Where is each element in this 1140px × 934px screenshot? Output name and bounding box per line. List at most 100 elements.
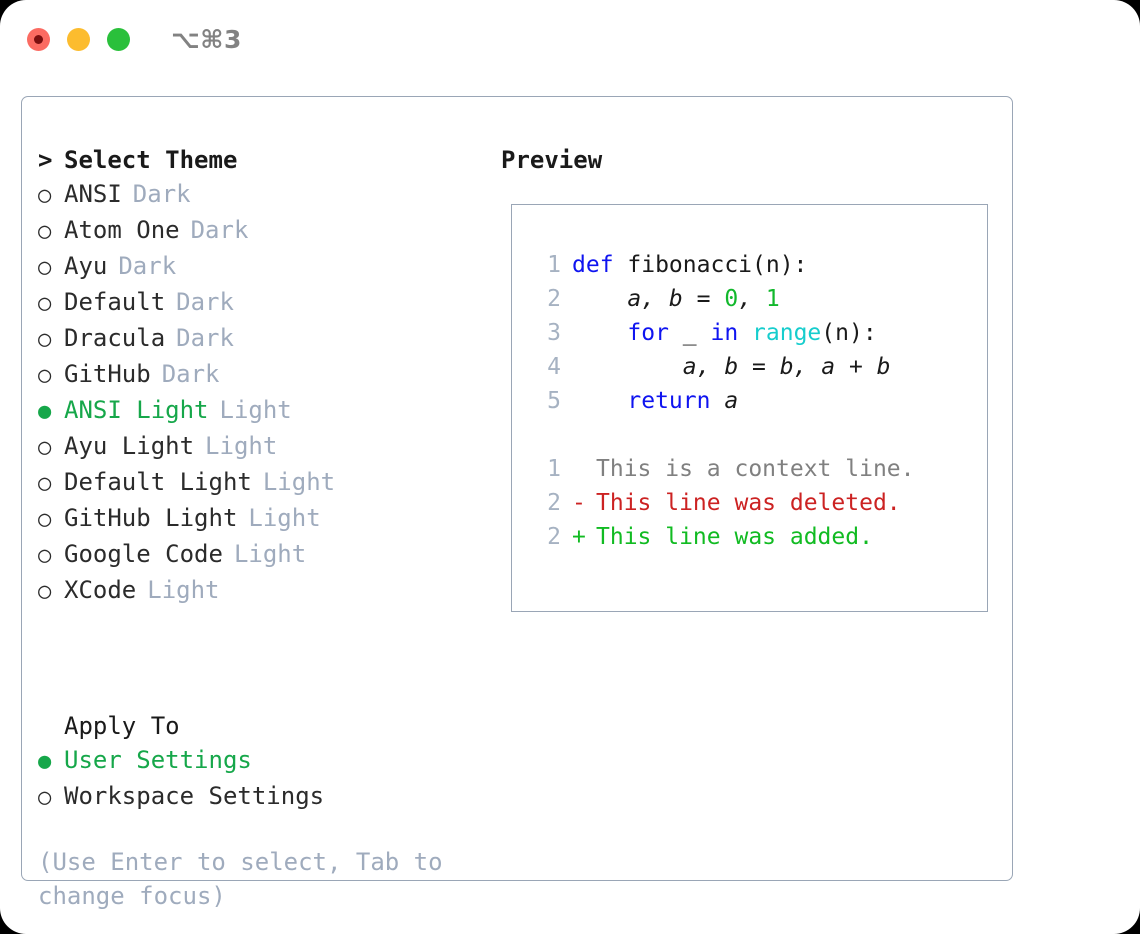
radio-unselected-icon: ○ (38, 579, 52, 604)
code-line-content: return a (572, 384, 738, 418)
diff-line-number: 2 (547, 490, 561, 516)
code-token: range (752, 320, 822, 346)
theme-name-label: Atom One (64, 216, 180, 244)
theme-variant-tag: Light (147, 576, 220, 604)
diff-sample: 1 This is a context line.2-This line was… (535, 452, 915, 554)
diff-line-number: 2 (547, 524, 561, 550)
select-theme-heading: > Select Theme (38, 143, 478, 177)
traffic-light-group (27, 27, 130, 51)
theme-variant-tag: Light (248, 504, 321, 532)
code-token (572, 320, 627, 346)
theme-list-item[interactable]: ○ GitHub Dark (38, 357, 478, 393)
theme-variant-tag: Dark (190, 216, 249, 244)
theme-name-label: Google Code (64, 540, 223, 568)
apply-to-option[interactable]: ● User Settings (38, 743, 478, 779)
radio-unselected-icon: ○ (38, 435, 52, 460)
code-token: fibonacci (627, 252, 753, 278)
code-token: return (627, 388, 711, 414)
keyboard-hint-text: (Use Enter to select, Tab to change focu… (38, 848, 443, 910)
diff-sign (572, 452, 596, 486)
code-token: a, b = b, a + b (572, 354, 891, 380)
theme-name-label: Ayu Light (64, 432, 195, 460)
code-line-number: 3 (547, 320, 561, 346)
radio-unselected-icon: ○ (38, 327, 52, 352)
radio-selected-icon: ● (38, 749, 52, 774)
apply-to-option[interactable]: ○ Workspace Settings (38, 779, 478, 815)
radio-unselected-icon: ○ (38, 291, 52, 316)
diff-sign: + (572, 524, 586, 550)
theme-variant-tag: Dark (118, 252, 177, 280)
theme-name-label: XCode (64, 576, 137, 604)
theme-variant-tag: Dark (161, 360, 220, 388)
code-line-number: 5 (547, 388, 561, 414)
diff-line-number: 1 (547, 456, 561, 482)
code-token: 0 (724, 286, 739, 312)
radio-selected-icon: ● (38, 399, 52, 424)
theme-name-label: ANSI Light (64, 396, 209, 424)
theme-variant-tag: Light (262, 468, 336, 496)
theme-list-item[interactable]: ● ANSI Light Light (38, 393, 478, 429)
code-token: def (572, 252, 628, 278)
code-token: _ (668, 320, 711, 346)
maximize-button[interactable] (107, 27, 130, 51)
radio-unselected-icon: ○ (38, 507, 52, 532)
diff-line: 2+This line was added. (535, 520, 915, 554)
minimize-button[interactable] (67, 27, 90, 51)
theme-list-item[interactable]: ○ Atom One Dark (38, 213, 478, 249)
code-token: 1 (765, 286, 780, 312)
apply-to-heading: Apply To (64, 712, 180, 740)
theme-name-label: ANSI (64, 180, 122, 208)
theme-variant-tag: Light (205, 432, 278, 460)
theme-name-label: Default Light (64, 468, 252, 496)
code-line-content: def fibonacci(n): (572, 248, 807, 282)
code-line-content: for _ in range(n): (572, 316, 877, 350)
theme-name-label: GitHub Light (64, 504, 238, 532)
code-token: a, b = (572, 286, 725, 312)
code-token (572, 388, 627, 414)
theme-variant-tag: Light (233, 540, 307, 568)
code-token: for (627, 320, 669, 346)
theme-name-label: Dracula (64, 324, 166, 352)
radio-unselected-icon: ○ (38, 183, 52, 208)
code-line-number: 4 (547, 354, 561, 380)
theme-variant-tag: Light (219, 396, 292, 424)
theme-name-label: GitHub (64, 360, 151, 388)
theme-variant-tag: Dark (132, 180, 191, 208)
code-token (738, 320, 752, 346)
radio-unselected-icon: ○ (38, 471, 52, 496)
apply-to-option-label: Workspace Settings (64, 782, 325, 810)
theme-name-label: Ayu (64, 252, 108, 280)
radio-unselected-icon: ○ (38, 219, 52, 244)
theme-list-item[interactable]: ○ ANSI Dark (38, 177, 478, 213)
theme-name-label: Default (64, 288, 166, 316)
code-token: in (710, 320, 739, 346)
theme-list-item[interactable]: ○ GitHub Light Light (38, 501, 478, 537)
diff-sign: - (572, 490, 586, 516)
code-line: 3 for _ in range(n): (535, 316, 891, 350)
caret-icon: > (38, 146, 53, 174)
code-token: (n): (821, 320, 877, 346)
theme-list-item[interactable]: ○ XCode Light (38, 573, 478, 609)
code-line: 4 a, b = b, a + b (535, 350, 891, 384)
radio-unselected-icon: ○ (38, 363, 52, 388)
close-button[interactable] (27, 27, 50, 51)
radio-unselected-icon: ○ (38, 785, 52, 810)
apply-to-option-label: User Settings (64, 746, 252, 774)
code-line: 5 return a (535, 384, 891, 418)
titlebar: ⌥⌘3 (0, 0, 1140, 78)
select-theme-heading-label: Select Theme (64, 146, 238, 174)
theme-list-item[interactable]: ○ Ayu Light Light (38, 429, 478, 465)
theme-list-item[interactable]: ○ Default Light Light (38, 465, 478, 501)
code-line: 2 a, b = 0, 1 (535, 282, 891, 316)
code-token: (n): (752, 252, 808, 278)
